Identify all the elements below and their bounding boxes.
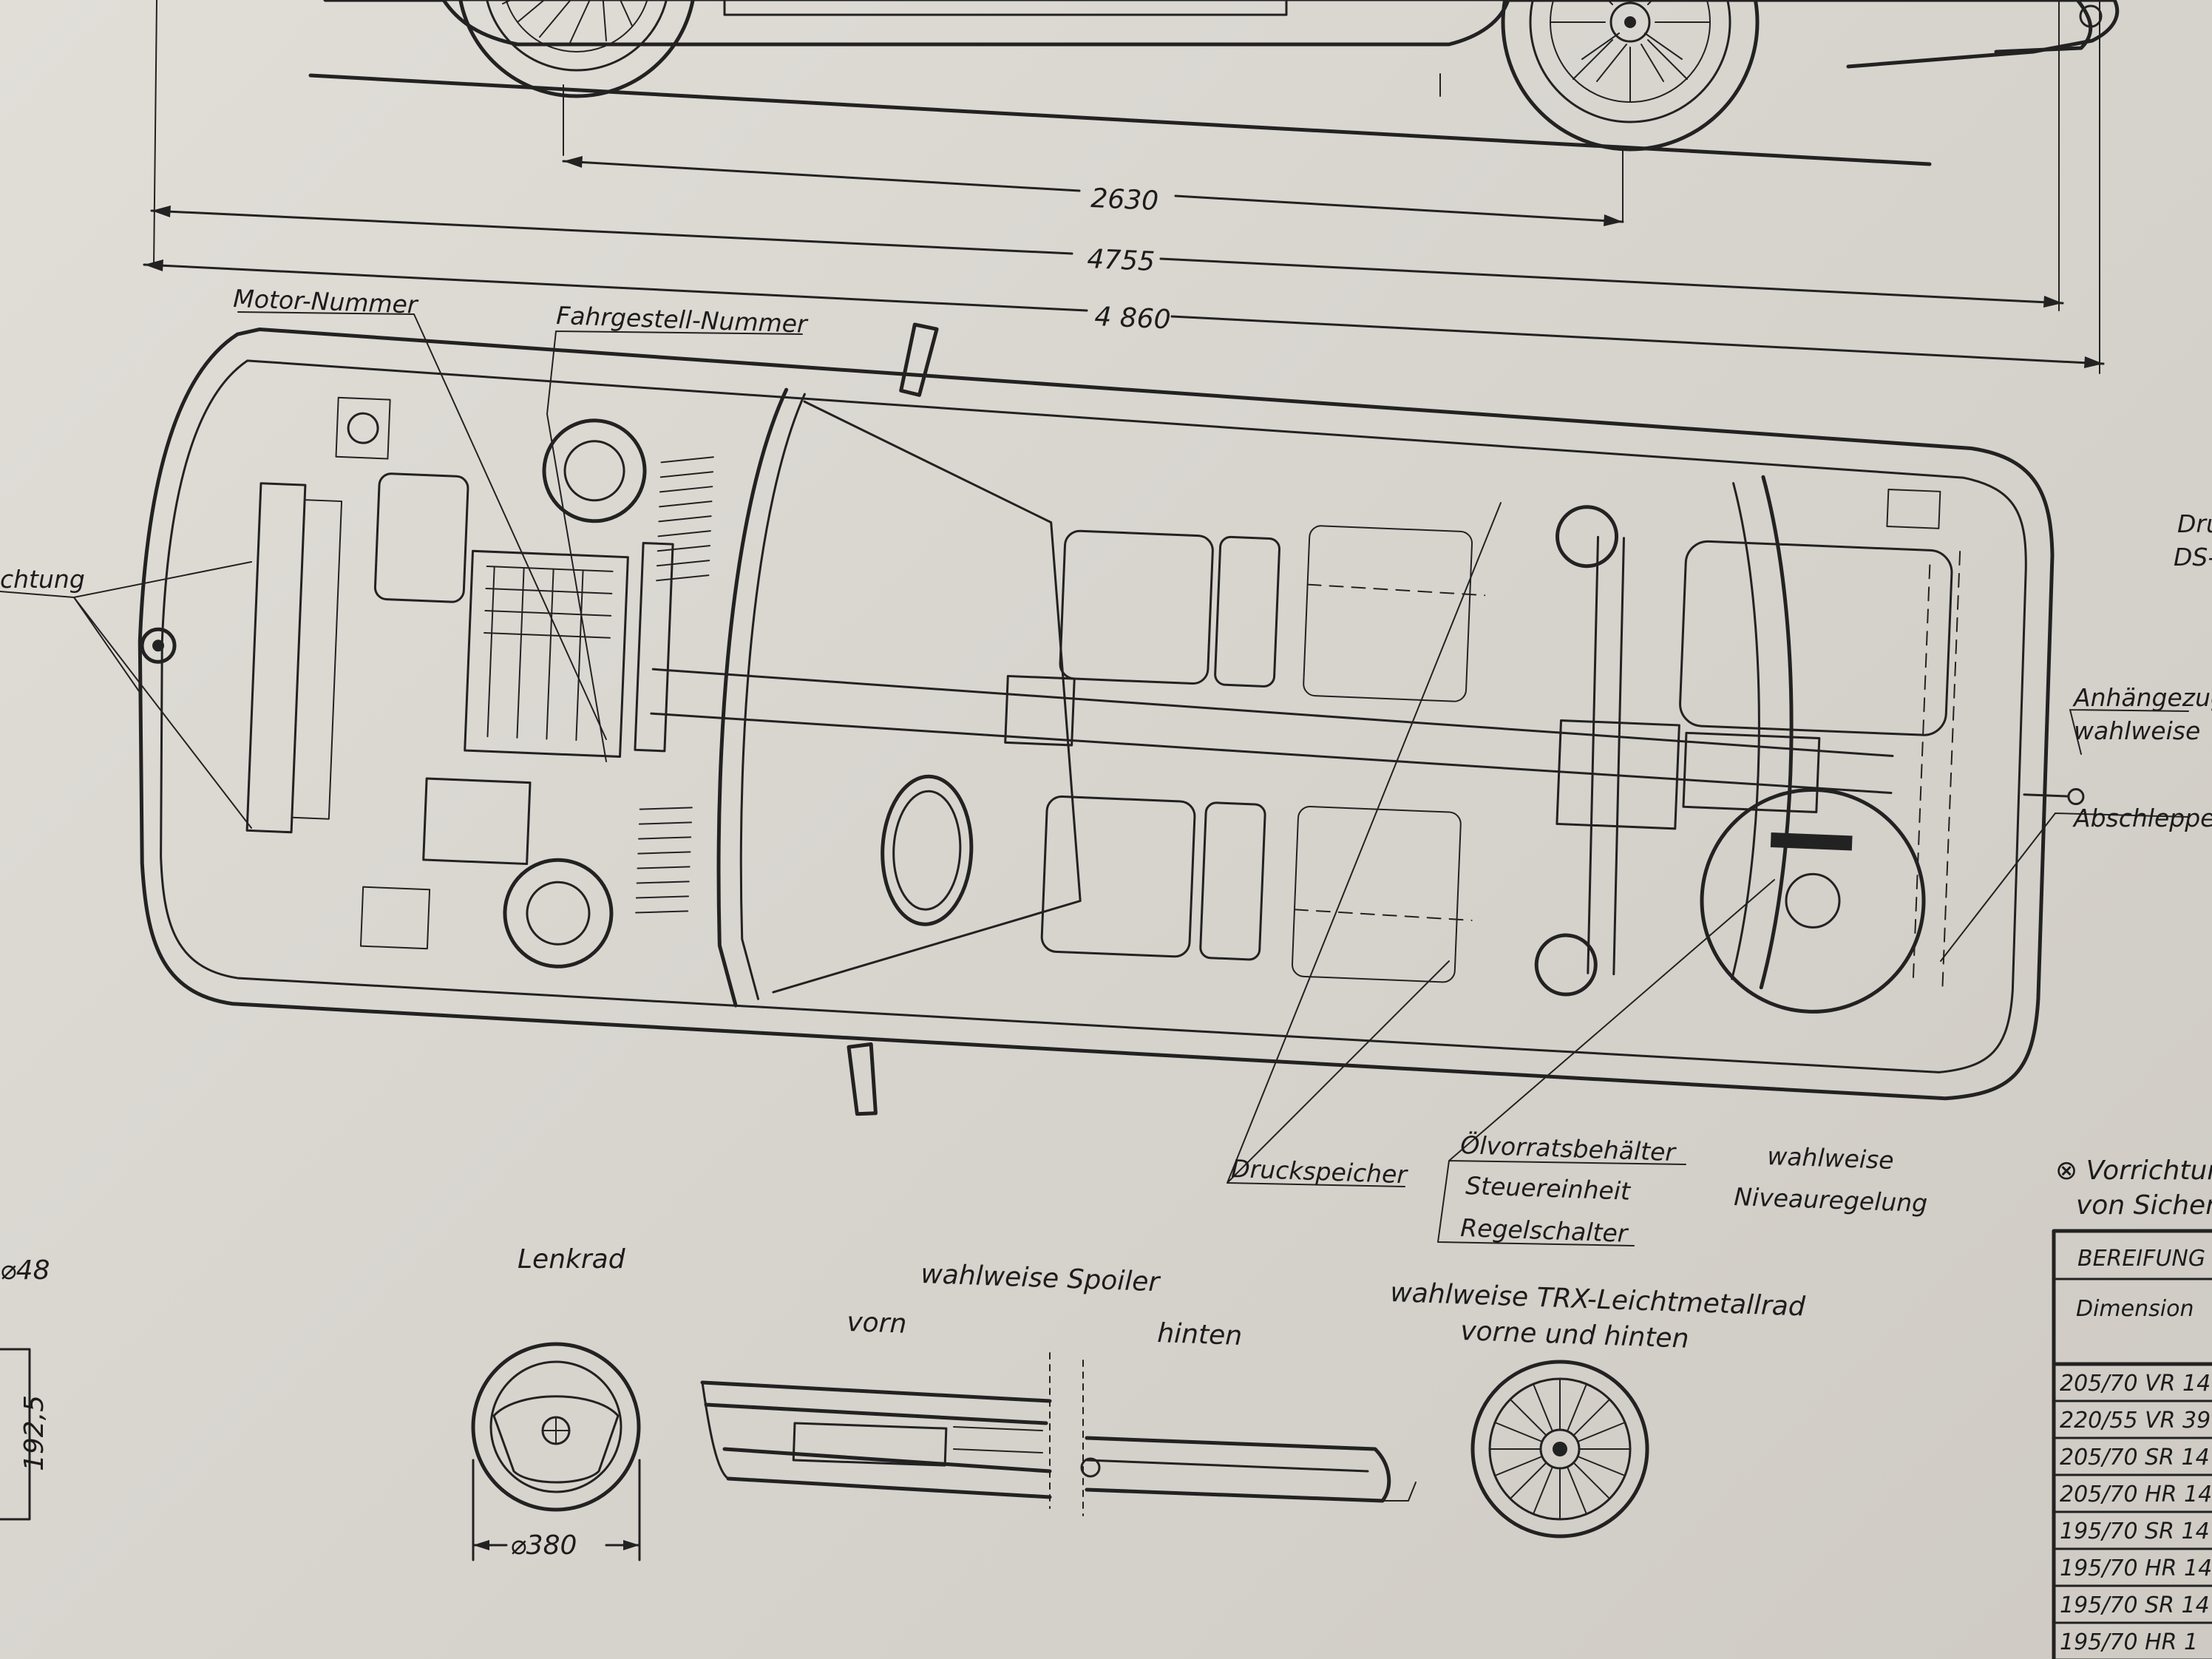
note-vorrichtung: ⊗ Vorrichtung — [2055, 1156, 2212, 1186]
spoiler-front-label: vorn — [847, 1307, 907, 1340]
trx-subtitle: vorne und hinten — [1460, 1316, 1689, 1354]
detail-drawings: ⌀48 192,5 Lenkrad ⌀380 wahlweise Spoiler… — [0, 1244, 1807, 1561]
label-steuereinheit: Steuereinheit — [1465, 1171, 1632, 1206]
tire-table-row: 195/70 HR 14 — [2060, 1555, 2212, 1581]
spoiler-rear-label: hinten — [1157, 1318, 1243, 1351]
tire-table-row: 205/70 VR 14 — [2060, 1371, 2211, 1397]
label-anhaengezug-wahlweise: wahlweise — [2074, 716, 2200, 745]
notes: ⊗ Vorrichtung von Sichert — [2055, 1156, 2212, 1221]
label-niveauregelung: Niveauregelung — [1734, 1182, 1928, 1218]
tire-table: BEREIFUNG Dimension 205/70 VR 14 220/55 V… — [2052, 1229, 2212, 1659]
tire-table-rows: 205/70 VR 14 220/55 VR 39 205/70 SR 14 205/… — [2052, 1371, 2212, 1659]
tire-table-header: BEREIFUNG — [2077, 1246, 2205, 1272]
callout-leaders — [0, 311, 2189, 1246]
label-wahlweise: wahlweise — [1767, 1141, 1895, 1175]
dim-length-b: 4 860 — [1094, 302, 1172, 335]
callout-labels: Motor-Nummer Fahrgestell-Nummer chtung D… — [0, 284, 2212, 1248]
tire-table-subheader: Dimension — [2076, 1296, 2194, 1322]
dimension-lines: 2630 4755 4 860 — [143, 156, 2105, 368]
left-dim-side: 192,5 — [19, 1395, 50, 1471]
lenkrad-title: Lenkrad — [518, 1244, 626, 1275]
label-abschleppeinrichtung-partial: Abschleppein — [2072, 804, 2212, 832]
tire-table-row: 220/55 VR 39 — [2060, 1408, 2211, 1434]
dim-wheelbase: 2630 — [1090, 183, 1159, 217]
label-regelschalter: Regelschalter — [1460, 1213, 1630, 1248]
steering-wheel-detail — [471, 1342, 641, 1512]
top-view — [138, 322, 2085, 1116]
trx-wheel-detail — [1470, 1360, 1649, 1538]
side-view — [153, 0, 2120, 374]
side-view-front-wheel — [458, 0, 695, 98]
tire-table-row: 205/70 HR 14 — [2060, 1482, 2212, 1507]
tire-table-row: 205/70 SR 14 — [2060, 1445, 2210, 1470]
left-dim-top: ⌀48 — [0, 1255, 50, 1286]
rear-spoiler-detail — [1080, 1436, 1417, 1503]
note-von-sicher: von Sichert — [2076, 1190, 2212, 1221]
lenkrad-dim: ⌀380 — [510, 1530, 577, 1561]
label-richtung-partial: chtung — [0, 565, 85, 594]
label-dru-partial: Dru — [2177, 509, 2212, 538]
spoiler-title: wahlweise Spoiler — [920, 1259, 1161, 1297]
side-view-rear-wheel — [1501, 0, 1760, 152]
tire-table-row: 195/70 SR 14 — [2060, 1592, 2210, 1618]
tire-table-row: 195/70 SR 14 — [2060, 1519, 2210, 1544]
trx-title: wahlweise TRX-Leichtmetallrad — [1390, 1278, 1807, 1323]
tire-table-row: 195/70 HR 1 — [2060, 1629, 2198, 1655]
front-spoiler-detail — [700, 1380, 1052, 1499]
label-anhaengezug: Anhängezug — [2072, 683, 2212, 712]
label-druckspeicher: Druckspeicher — [1231, 1154, 1409, 1189]
dim-length-a: 4755 — [1087, 244, 1156, 277]
label-fahrgestell-nummer: Fahrgestell-Nummer — [556, 301, 810, 339]
label-motor-nummer: Motor-Nummer — [233, 284, 420, 319]
label-ds-partial: DS- — [2174, 543, 2212, 571]
